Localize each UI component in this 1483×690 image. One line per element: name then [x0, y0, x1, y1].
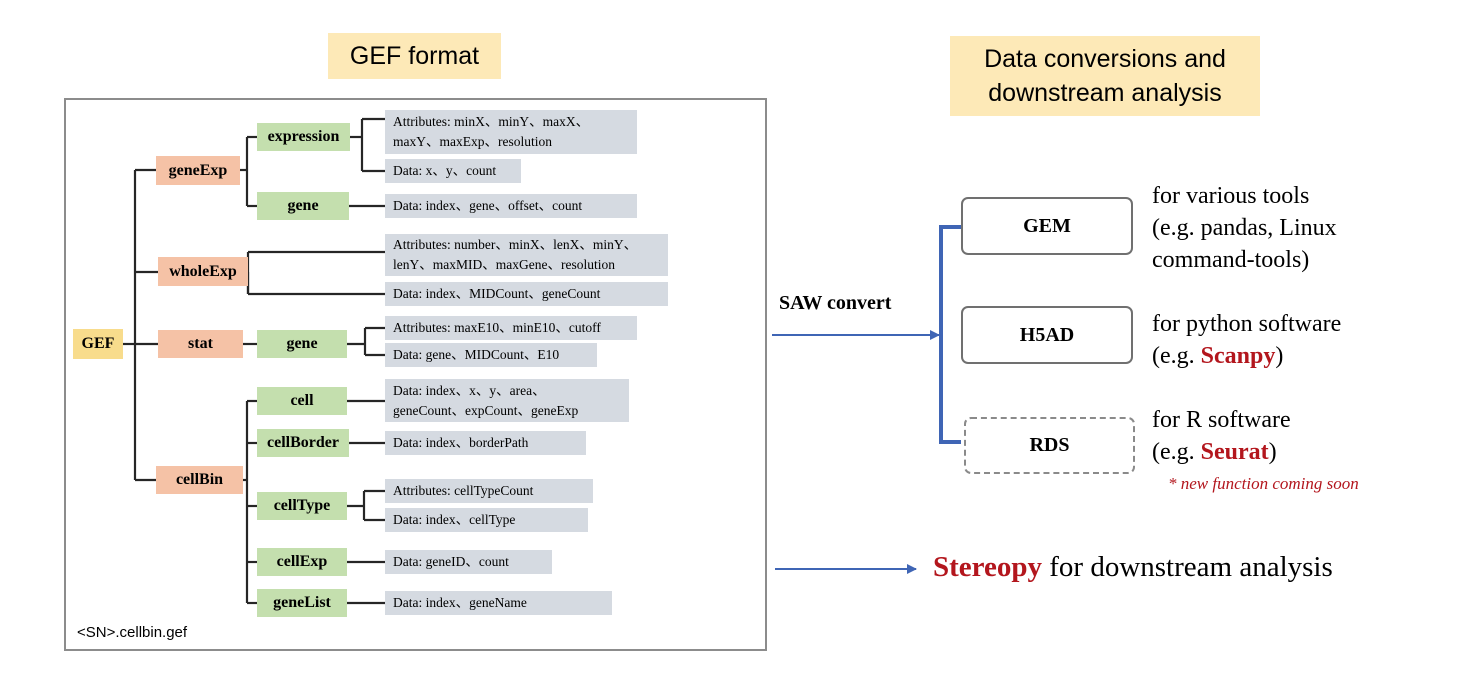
cellbin-file-label: <SN>.cellbin.gef	[77, 624, 187, 641]
scanpy-tool-name: Scanpy	[1200, 343, 1276, 369]
stat-attributes-text: Attributes: maxE10、minE10、cutoff	[393, 320, 601, 335]
rds-label: RDS	[1029, 434, 1070, 456]
stat-label: stat	[188, 335, 213, 352]
geneexp-gene-node: gene	[257, 192, 349, 220]
gem-box: GEM	[961, 197, 1133, 255]
stat-gene-label: gene	[286, 335, 318, 352]
wholeexp-attributes-line1: Attributes: number、minX、lenX、minY、	[393, 237, 638, 252]
stereopy-rest-text: for downstream analysis	[1042, 551, 1333, 583]
new-function-note: * new function coming soon	[1168, 474, 1359, 494]
gef-format-title-text: GEF format	[349, 42, 480, 70]
seurat-tool-name: Seurat	[1200, 439, 1269, 465]
cellbin-label: cellBin	[175, 471, 224, 488]
stereopy-line: Stereopy for downstream analysis	[933, 551, 1333, 584]
wholeexp-data-leaf: Data: index、MIDCount、geneCount	[385, 282, 668, 306]
geneexp-gene-label: gene	[287, 197, 319, 214]
geneexp-gene-data-text: Data: index、gene、offset、count	[393, 198, 583, 213]
genelist-node: geneList	[257, 589, 347, 617]
gem-description: for various tools (e.g. pandas, Linux co…	[1152, 180, 1337, 276]
conversions-title-line2: downstream analysis	[988, 79, 1222, 107]
cell-node: cell	[257, 387, 347, 415]
h5ad-label: H5AD	[1019, 323, 1075, 346]
gem-desc-line2: (e.g. pandas, Linux	[1152, 215, 1337, 241]
stereopy-tool-name: Stereopy	[933, 551, 1043, 583]
geneexp-gene-data-leaf: Data: index、gene、offset、count	[385, 194, 637, 218]
wholeexp-node: wholeExp	[158, 257, 248, 286]
celltype-data-text: Data: index、cellType	[393, 512, 516, 527]
celltype-node: cellType	[257, 492, 347, 520]
rds-desc-suffix: )	[1268, 439, 1277, 465]
genelist-data-leaf: Data: index、geneName	[385, 591, 612, 615]
wholeexp-label: wholeExp	[169, 262, 237, 280]
expression-data-text: Data: x、y、count	[393, 163, 497, 178]
gef-root-label: GEF	[81, 335, 115, 352]
gem-desc-line1: for various tools	[1152, 183, 1310, 209]
stat-data-text: Data: gene、MIDCount、E10	[393, 347, 560, 362]
h5ad-description: for python software (e.g. Scanpy)	[1152, 308, 1341, 372]
h5ad-box: H5AD	[961, 306, 1133, 364]
celltype-attributes-text: Attributes: cellTypeCount	[393, 483, 534, 498]
cellbin-node: cellBin	[156, 466, 243, 494]
stat-data-leaf: Data: gene、MIDCount、E10	[385, 343, 597, 367]
genelist-data-text: Data: index、geneName	[393, 595, 527, 610]
stat-gene-node: gene	[257, 330, 347, 358]
cellexp-label: cellExp	[276, 553, 328, 570]
cellborder-data-text: Data: index、borderPath	[393, 435, 529, 450]
wholeexp-data-text: Data: index、MIDCount、geneCount	[393, 286, 601, 301]
cellborder-node: cellBorder	[257, 429, 349, 457]
celltype-attributes-leaf: Attributes: cellTypeCount	[385, 479, 593, 503]
celltype-label: cellType	[273, 497, 331, 514]
cellborder-label: cellBorder	[267, 434, 339, 451]
cell-label: cell	[290, 392, 314, 409]
conversions-title: Data conversions and downstream analysis	[950, 36, 1260, 116]
cellexp-node: cellExp	[257, 548, 347, 576]
h5ad-desc-line2: (e.g. Scanpy)	[1152, 340, 1341, 372]
h5ad-desc-prefix: (e.g.	[1152, 343, 1201, 369]
stat-attributes-leaf: Attributes: maxE10、minE10、cutoff	[385, 316, 637, 340]
expression-attributes-line2: maxY、maxExp、resolution	[393, 134, 552, 149]
expression-data-leaf: Data: x、y、count	[385, 159, 521, 183]
stat-node: stat	[158, 330, 243, 358]
gef-format-title: GEF format	[328, 33, 501, 79]
cell-data-line2: geneCount、expCount、geneExp	[393, 402, 579, 418]
rds-desc-line2: (e.g. Seurat)	[1152, 436, 1291, 468]
gem-desc-line3: command-tools)	[1152, 247, 1310, 273]
geneexp-node: geneExp	[156, 156, 240, 185]
cell-data-line1: Data: index、x、y、area、	[393, 382, 546, 398]
gem-label: GEM	[1023, 214, 1071, 237]
geneexp-label: geneExp	[168, 161, 228, 179]
conversions-title-line1: Data conversions and	[984, 45, 1226, 73]
celltype-data-leaf: Data: index、cellType	[385, 508, 588, 532]
expression-attributes-leaf: Attributes: minX、minY、maxX、 maxY、maxExp、…	[385, 110, 637, 154]
cellborder-data-leaf: Data: index、borderPath	[385, 431, 586, 455]
cellbin-file-text: <SN>.cellbin.gef	[77, 624, 188, 641]
gef-root-node: GEF	[73, 329, 123, 359]
h5ad-desc-suffix: )	[1275, 343, 1284, 369]
rds-description: for R software (e.g. Seurat)	[1152, 404, 1291, 468]
expression-node: expression	[257, 123, 350, 151]
saw-convert-label: SAW convert	[779, 292, 891, 315]
wholeexp-attributes-leaf: Attributes: number、minX、lenX、minY、 lenY、…	[385, 234, 668, 276]
expression-attributes-line1: Attributes: minX、minY、maxX、	[393, 114, 590, 129]
cellexp-data-text: Data: geneID、count	[393, 554, 509, 569]
h5ad-desc-line1: for python software	[1152, 311, 1342, 337]
new-function-note-text: * new function coming soon	[1168, 474, 1359, 493]
rds-desc-prefix: (e.g.	[1152, 439, 1201, 465]
cell-data-leaf: Data: index、x、y、area、 geneCount、expCount…	[385, 379, 629, 422]
format-bracket	[939, 225, 961, 444]
rds-box: RDS	[964, 417, 1135, 474]
wholeexp-attributes-line2: lenY、maxMID、maxGene、resolution	[393, 257, 615, 272]
saw-convert-text: SAW convert	[779, 292, 892, 314]
rds-desc-line1: for R software	[1152, 407, 1291, 433]
genelist-label: geneList	[273, 594, 331, 611]
expression-label: expression	[267, 128, 340, 145]
cellexp-data-leaf: Data: geneID、count	[385, 550, 552, 574]
